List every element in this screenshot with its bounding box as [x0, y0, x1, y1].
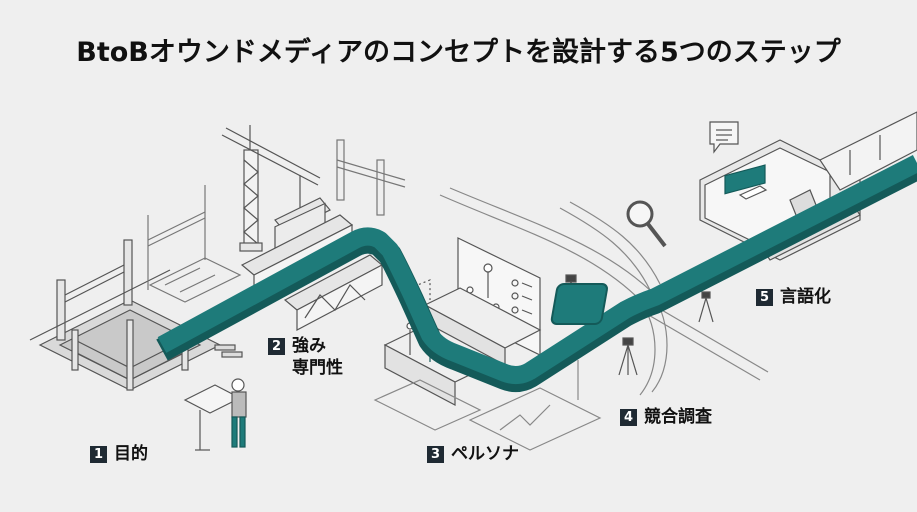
architect-drafting-icon — [183, 378, 247, 451]
fence-icon — [29, 239, 171, 341]
step-label-line2: 専門性 — [292, 358, 343, 378]
crane-icon — [221, 125, 321, 252]
railway-track-icon — [439, 187, 769, 396]
bolt-parts-icon — [214, 344, 243, 358]
teal-pipe-icon — [156, 154, 917, 393]
step-label-line1: 強み — [292, 336, 326, 356]
page-title: BtoBオウンドメディアのコンセプトを設計する5つのステップ — [76, 37, 841, 68]
step-label: 言語化 — [780, 287, 831, 307]
step-3: 3 ペルソナ — [427, 443, 519, 465]
step-4: 4 競合調査 — [620, 406, 712, 428]
step-label: ペルソナ — [451, 444, 519, 464]
step-number-badge: 4 — [620, 409, 637, 426]
step-label: 競合調査 — [644, 407, 712, 427]
steel-columns-icon — [336, 139, 406, 216]
step-1: 1 目的 — [90, 443, 148, 465]
surveying-tripod-icon — [561, 274, 714, 376]
magnifier-icon — [626, 200, 667, 248]
step-number-badge: 5 — [756, 289, 773, 306]
step-number-badge: 2 — [268, 338, 285, 355]
step-number-badge: 1 — [90, 446, 107, 463]
step-number-badge: 3 — [427, 446, 444, 463]
step-label: 強み 専門性 — [292, 335, 343, 379]
wireframe-sheet-icon — [373, 360, 602, 451]
step-label: 目的 — [114, 444, 148, 464]
step-5: 5 言語化 — [756, 286, 831, 308]
blueprint-frame-icon — [147, 185, 242, 303]
step-2: 2 強み 専門性 — [268, 335, 343, 379]
persona-board-icon — [383, 237, 542, 406]
